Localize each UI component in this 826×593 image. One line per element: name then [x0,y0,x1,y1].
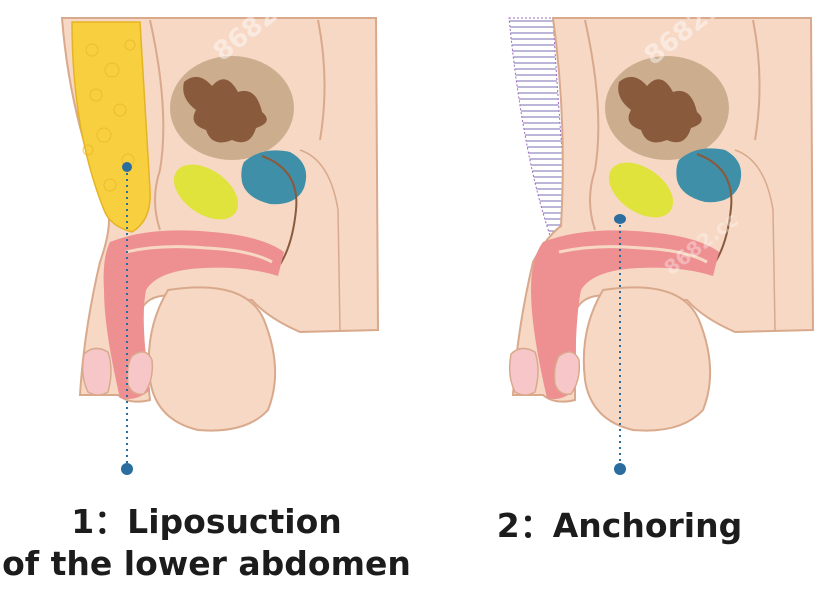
fat-layer [71,21,151,233]
caption-step-1: 1：Liposuction of the lower abdomen [0,501,413,585]
gland-blue [676,148,742,203]
gland-yellow [173,164,239,220]
glans [81,347,154,396]
caption-step-2: 2：Anchoring [413,505,826,547]
penis-shaft [531,230,719,399]
bladder-lumen [618,76,702,143]
glans [508,347,581,396]
marker-dot-bottom [614,463,626,475]
gland-blue [241,150,307,205]
marker-dot-bottom [121,463,133,475]
diagram-panel-anchoring: 8682.cc 8682.cc [413,0,826,490]
diagram-panel-liposuction: 8682.cc [0,0,413,490]
scrotum [147,286,277,432]
caption-step-2-line-1: 2：Anchoring [496,506,743,545]
gland-yellow [608,162,674,218]
penis-shaft [103,230,284,399]
marker-dot-top [614,214,626,224]
caption-step-1-line-1: 1：Liposuction [71,502,342,541]
anatomy-illustration-1: 8682.cc [60,0,380,475]
marker-dot-top [122,162,132,172]
caption-step-1-line-2: of the lower abdomen [2,544,411,583]
bladder-lumen [183,76,267,143]
scrotum [582,286,712,432]
anatomy-illustration-2: 8682.cc 8682.cc [508,0,815,475]
